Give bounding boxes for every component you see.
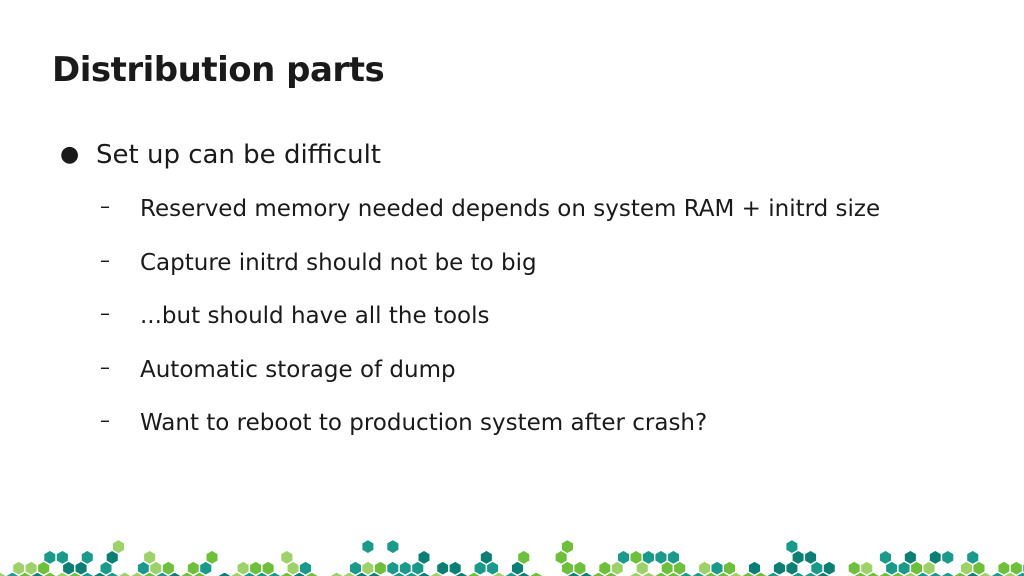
hexagon-tile — [747, 560, 762, 576]
hexagon-tile — [772, 560, 787, 576]
hexagon-tile — [385, 560, 400, 576]
hexagon-tile — [785, 538, 799, 555]
sub-bullet-text: Want to reboot to production system afte… — [140, 410, 708, 436]
hexagon-tile — [373, 560, 388, 576]
hexagon-tile — [217, 570, 232, 576]
hexagon-tile — [24, 560, 39, 576]
hexagon-tile — [298, 560, 313, 576]
sub-bullet-item: – Capture initrd should not be to big — [100, 247, 880, 304]
dash-marker: – — [100, 194, 110, 218]
sub-bullet-text: ...but should have all the tools — [140, 303, 490, 329]
hexagon-tile — [80, 549, 95, 566]
hexagon-tile — [1009, 560, 1024, 576]
sub-bullet-item: – Automatic storage of dump — [100, 354, 880, 411]
hexagon-tile — [435, 560, 450, 576]
hexagon-tile — [654, 549, 668, 566]
hexagon-tile — [878, 549, 893, 566]
sub-bullet-text: Capture initrd should not be to big — [140, 249, 537, 276]
hexagon-tile — [142, 549, 157, 566]
sub-bullet-list: – Reserved memory needed depends on syst… — [100, 194, 881, 464]
hexagon-tile — [722, 560, 737, 576]
bullet-item: ● Set up can be difficult — [60, 140, 381, 170]
hexagon-tile — [903, 549, 918, 566]
hexagon-tile — [42, 549, 57, 566]
hexagon-tile — [629, 549, 643, 566]
hexagon-tile — [205, 549, 219, 566]
sub-bullet-item: – ...but should have all the tools — [100, 301, 880, 357]
hexagon-tile — [940, 549, 955, 566]
hexagon-tile — [361, 560, 375, 576]
hexagon-tile — [997, 560, 1011, 576]
dash-marker: – — [100, 247, 110, 272]
hexagon-tile — [529, 570, 544, 576]
bullet-marker: ● — [60, 142, 80, 167]
hexagon-tile — [847, 560, 862, 576]
hexagon-tile — [0, 570, 7, 576]
dash-marker: – — [100, 408, 110, 432]
hexagon-tile — [329, 570, 344, 576]
hexagon-tile — [161, 560, 176, 576]
hexagon-tile — [822, 560, 837, 576]
dash-marker: – — [100, 354, 110, 379]
hexagon-tile — [710, 560, 724, 576]
hexagon-tile — [965, 549, 980, 566]
hexagon-tile — [385, 538, 400, 555]
sub-bullet-item: – Want to reboot to production system af… — [100, 408, 880, 464]
hexagon-tile — [111, 538, 126, 555]
hexagon-tile — [666, 549, 681, 566]
hexagon-tile — [117, 570, 132, 576]
sub-bullet-text: Reserved memory needed depends on system… — [140, 196, 881, 222]
sub-bullet-item: – Reserved memory needed depends on syst… — [100, 194, 881, 250]
hexagon-tile — [261, 560, 276, 576]
hexagon-tile — [928, 549, 943, 566]
hexagon-tile — [398, 560, 413, 576]
bullet-text: Set up can be difficult — [96, 140, 381, 170]
hexagon-tile — [479, 549, 494, 566]
hexagon-decoration — [0, 538, 1024, 576]
hexagon-tile — [186, 560, 201, 576]
hexagon-tile — [803, 549, 818, 566]
hexagon-tile — [859, 560, 874, 576]
hexagon-tile — [697, 560, 712, 576]
hexagon-tile — [55, 549, 70, 566]
hexagon-tile — [616, 549, 631, 566]
hexagon-tile — [248, 560, 263, 576]
hexagon-tile — [597, 560, 612, 576]
hexagon-tile — [516, 549, 531, 566]
sub-bullet-text: Automatic storage of dump — [140, 356, 456, 383]
hexagon-tile — [573, 560, 587, 576]
hexagon-tile — [361, 538, 375, 555]
hexagon-tile — [448, 560, 463, 576]
hexagon-tile — [348, 560, 363, 576]
dash-marker: – — [100, 301, 110, 325]
hexagon-tile — [940, 570, 955, 576]
hexagon-tile — [560, 538, 575, 555]
hexagon-tile — [641, 549, 656, 566]
slide-title: Distribution parts — [52, 50, 385, 90]
hexagon-tile — [236, 560, 251, 576]
hexagon-tile — [279, 549, 294, 566]
hexagon-tile — [11, 560, 26, 576]
hexagon-tile — [417, 549, 431, 566]
